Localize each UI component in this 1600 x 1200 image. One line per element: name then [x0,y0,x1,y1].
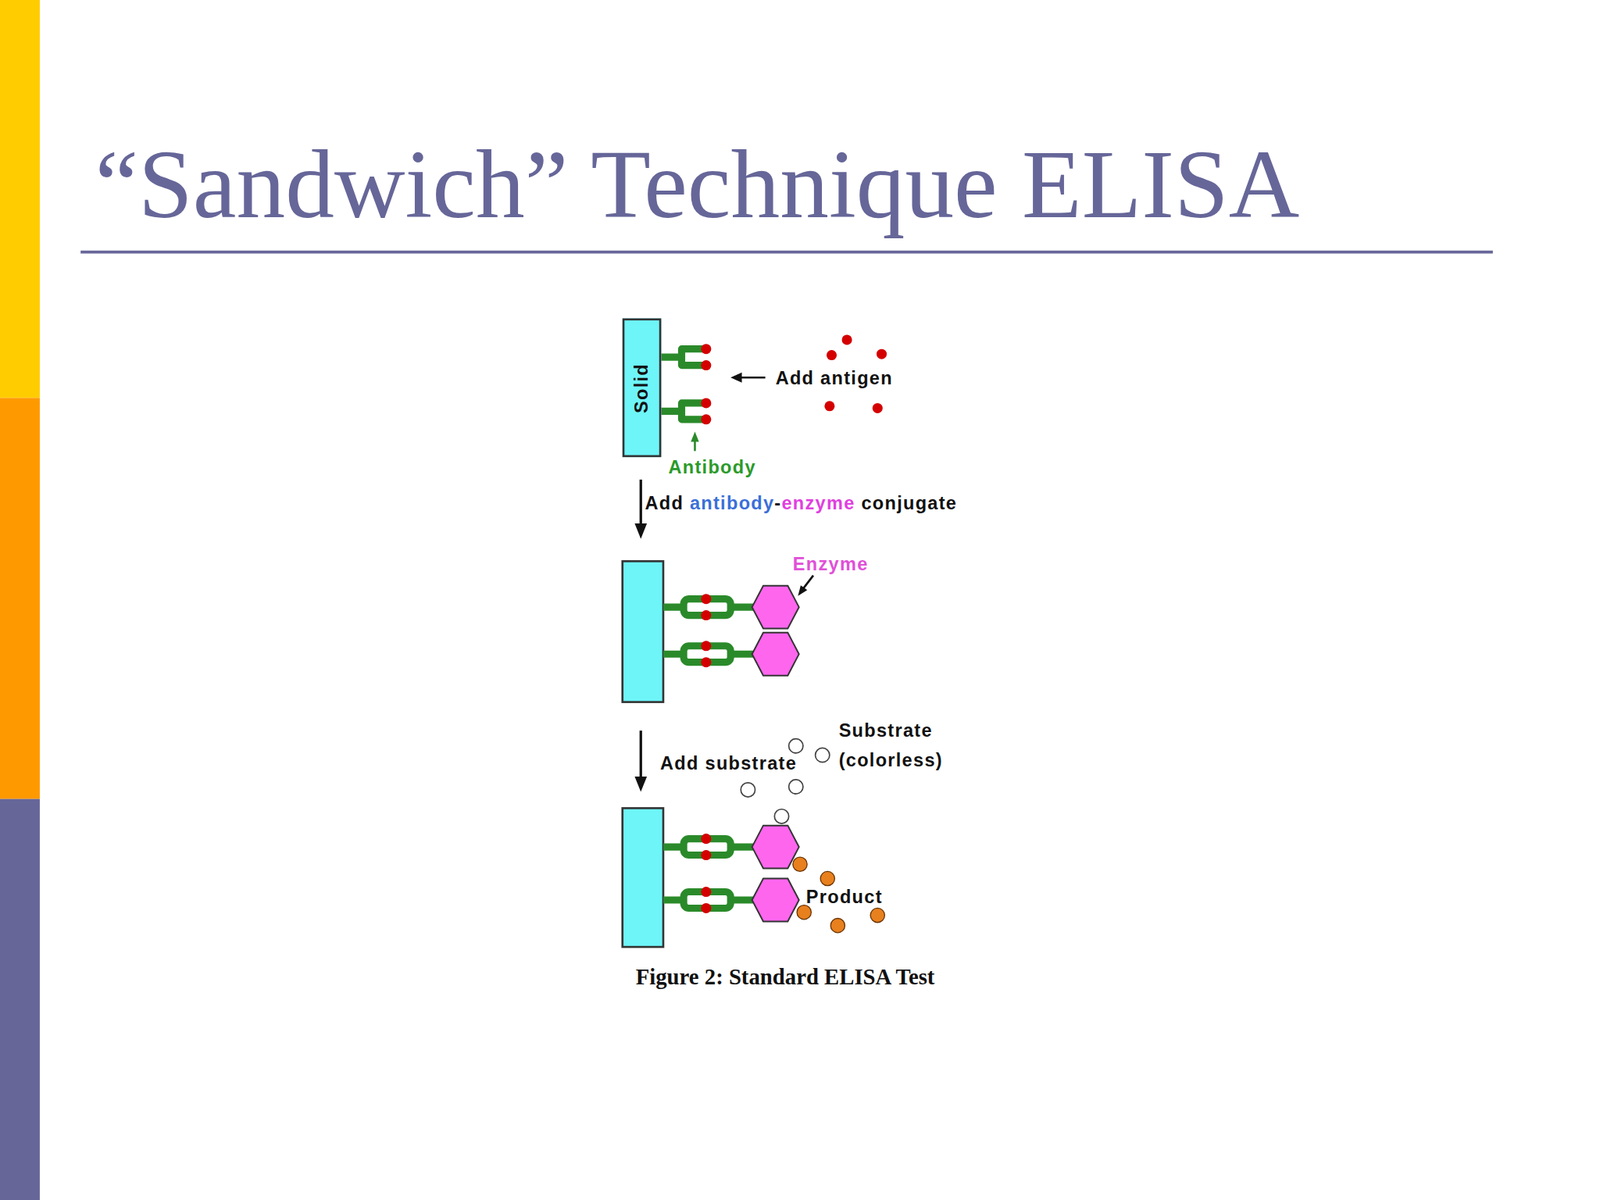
antigen-dot [700,657,711,668]
side-bar [0,397,40,799]
antigen-dot [872,403,883,414]
solid-phase: Solid [622,318,662,458]
node-label: Solid [631,362,653,413]
pointer-arrow [739,376,766,379]
substrate-circle [789,779,804,794]
side-bar [0,799,40,1200]
slide-title: “Sandwich” Technique ELISA [94,135,1300,234]
product-dot [796,905,811,920]
product-dot [870,907,885,922]
antigen-dot [700,886,711,897]
solid-phase [622,807,664,947]
antigen-dot [842,334,853,345]
pointer-arrow [803,575,814,590]
antigen-dot [700,640,711,651]
antigen-dot [700,360,711,371]
substrate-circle [789,739,804,754]
side-bar [0,0,40,398]
antigen-dot [700,850,711,861]
figure-label: Product [806,886,883,909]
arrow-head [797,585,808,597]
antibody-symbol [663,650,756,658]
title-rule [80,250,1493,254]
arrow-head [730,372,742,383]
antigen-dot [700,610,711,621]
arrow-head [634,776,647,793]
figure-label: Substrate (colorless) [839,716,954,776]
figure-label: Add substrate [660,753,797,775]
product-dot [830,918,845,933]
figure-label: Add antigen [775,368,893,391]
step-arrow [639,479,643,527]
figure-label: Antibody [668,457,757,479]
enzyme-hexagon [752,632,800,676]
antigen-dot [700,903,711,914]
substrate-circle [740,782,755,797]
substrate-circle [815,747,830,762]
antigen-dot [700,343,711,354]
antigen-dot [700,414,711,425]
step-arrow [639,730,643,780]
arrow-head [634,523,647,540]
antibody-symbol [663,603,756,611]
antigen-dot [700,397,711,408]
product-dot [792,857,808,872]
substrate-circle [774,809,789,824]
antibody-symbol [660,403,704,420]
product-dot [820,871,835,886]
enzyme-hexagon [752,825,800,869]
figure-caption: Figure 2: Standard ELISA Test [635,964,936,991]
antigen-dot [824,400,835,411]
enzyme-hexagon [752,585,800,629]
antigen-dot [700,833,711,844]
enzyme-hexagon [752,878,800,922]
antibody-symbol [663,896,756,904]
arrow-head [690,431,699,442]
antibody-symbol [663,843,756,851]
solid-phase [622,560,664,702]
antigen-dot [700,593,711,604]
figure-label: Add antibody-enzyme conjugate [644,492,958,515]
figure-label: Enzyme [792,553,869,576]
antigen-dot [826,350,837,361]
antigen-dot [876,349,887,360]
antibody-symbol [660,349,704,366]
